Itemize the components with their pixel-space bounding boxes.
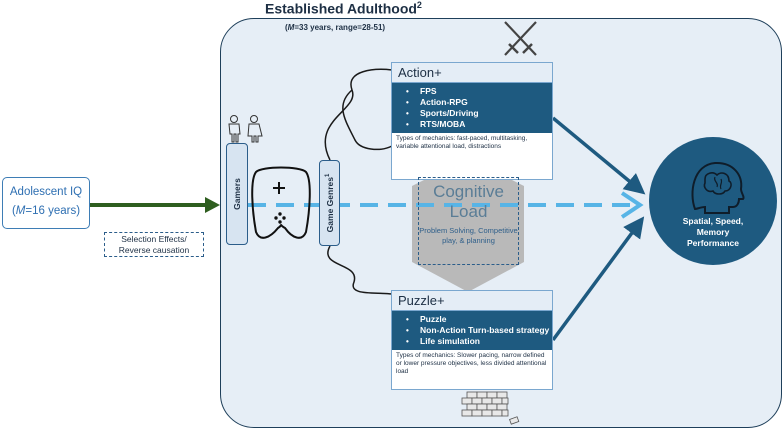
cognitive-load-title-line2: Load <box>449 202 488 221</box>
people-icon <box>228 115 263 143</box>
game-genres-box: Game Genres1 <box>319 160 340 246</box>
outcome-line2: Memory <box>696 227 730 237</box>
selection-effects-line2: Reverse causation <box>118 244 190 255</box>
action-genre-list: •FPS •Action-RPG •Sports/Driving •RTS/MO… <box>392 83 552 133</box>
action-to-outcome-arrow <box>551 116 646 195</box>
outcome-line1: Spatial, Speed, <box>682 216 744 226</box>
list-item: •RTS/MOBA <box>406 119 466 129</box>
adolescent-age: (M=16 years) <box>3 202 89 221</box>
puzzle-to-outcome-arrow <box>551 216 645 342</box>
gamepad-icon <box>251 166 311 239</box>
connector-to-action-loop <box>342 89 393 151</box>
cognitive-load-hexagon <box>412 158 524 292</box>
subtitle-rest: =33 years, range=28-51) <box>294 23 386 32</box>
selection-effects-box: Selection Effects/ Reverse causation <box>104 232 204 257</box>
game-genres-text: Game Genres <box>324 177 335 233</box>
adolescent-age-open: ( <box>11 205 16 217</box>
main-title-text: Established Adulthood <box>265 0 417 17</box>
action-mechanics: Types of mechanics: fast-paced, multitas… <box>396 135 528 150</box>
main-title: Established Adulthood2 <box>265 0 422 17</box>
connector-to-puzzle <box>327 245 393 295</box>
adolescent-age-m: M <box>15 205 26 217</box>
list-item: •Sports/Driving <box>406 108 479 118</box>
subtitle-prefix: ( <box>285 23 288 32</box>
gamepad-buttons <box>274 212 286 224</box>
puzzle-mechanics: Types of mechanics: Slower pacing, narro… <box>396 352 547 375</box>
adolescent-arrow-head <box>205 197 220 213</box>
adolescent-age-rest: =16 years) <box>25 205 81 217</box>
list-item: •Action-RPG <box>406 97 468 107</box>
outcome-circle: Spatial, Speed, Memory Performance <box>649 137 777 265</box>
brain-head-icon <box>691 161 745 214</box>
list-item: •Non-Action Turn-based strategy <box>406 325 550 335</box>
dashed-arrow-head <box>620 191 644 219</box>
puzzle-heading: Puzzle+ <box>392 291 552 311</box>
action-heading: Action+ <box>392 63 552 83</box>
list-item: •Puzzle <box>406 314 447 324</box>
subtitle-m: M <box>287 23 295 32</box>
subtitle: (M=33 years, range=28-51) <box>285 23 385 32</box>
game-genres-superscript: 1 <box>324 173 331 178</box>
outcome-label: Spatial, Speed, Memory Performance <box>649 216 777 249</box>
connector-to-action <box>324 68 393 161</box>
crossed-swords-icon <box>504 21 537 56</box>
cognitive-load-box: Cognitive Load Problem Solving, Competit… <box>418 177 519 265</box>
list-item: •FPS <box>406 86 437 96</box>
cognitive-load-description: Problem Solving, Competitive play, & pla… <box>419 226 518 245</box>
outcome-line3: Performance <box>687 238 739 248</box>
adolescent-iq-box: Adolescent IQ (M=16 years) <box>2 177 90 229</box>
adolescent-iq-label: Adolescent IQ <box>9 186 83 198</box>
brick-wall-icon <box>461 391 520 425</box>
list-item: •Life simulation <box>406 336 480 346</box>
action-genre-panel: Action+ •FPS •Action-RPG •Sports/Driving… <box>391 62 553 180</box>
selection-effects-line1: Selection Effects/ <box>121 234 187 244</box>
cognitive-load-title: Cognitive Load <box>419 182 518 222</box>
cognitive-load-title-line1: Cognitive <box>433 182 504 201</box>
puzzle-genre-list: •Puzzle •Non-Action Turn-based strategy … <box>392 311 552 350</box>
puzzle-genre-panel: Puzzle+ •Puzzle •Non-Action Turn-based s… <box>391 290 553 390</box>
gamers-label: Gamers <box>232 178 242 210</box>
game-genres-label: Game Genres1 <box>325 174 335 233</box>
main-title-superscript: 2 <box>416 0 422 10</box>
gamers-box: Gamers <box>226 143 248 245</box>
